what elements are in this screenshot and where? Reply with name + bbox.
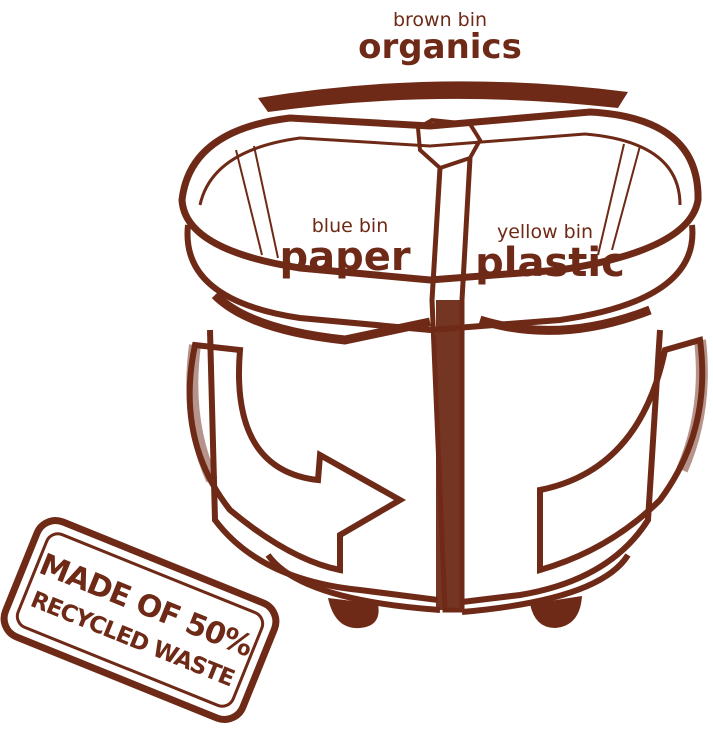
label-plastic: yellow bin plastic (475, 221, 625, 286)
label-paper: blue bin paper (279, 215, 410, 280)
label-organics-big: organics (358, 27, 522, 67)
label-paper-big: paper (279, 234, 410, 280)
left-arrow (186, 341, 407, 574)
bin-body (207, 329, 663, 605)
right-arrow (537, 336, 708, 574)
bin-lower-band (184, 224, 696, 345)
label-plastic-big: plastic (475, 240, 625, 286)
label-organics-small: brown bin (393, 9, 487, 31)
label-paper-small: blue bin (312, 215, 389, 237)
center-divider (415, 117, 483, 613)
organics-lid (258, 81, 628, 112)
label-organics: brown bin organics (358, 9, 522, 67)
wheels (265, 553, 631, 629)
label-plastic-small: yellow bin (497, 221, 593, 243)
bin-rim (178, 108, 702, 284)
